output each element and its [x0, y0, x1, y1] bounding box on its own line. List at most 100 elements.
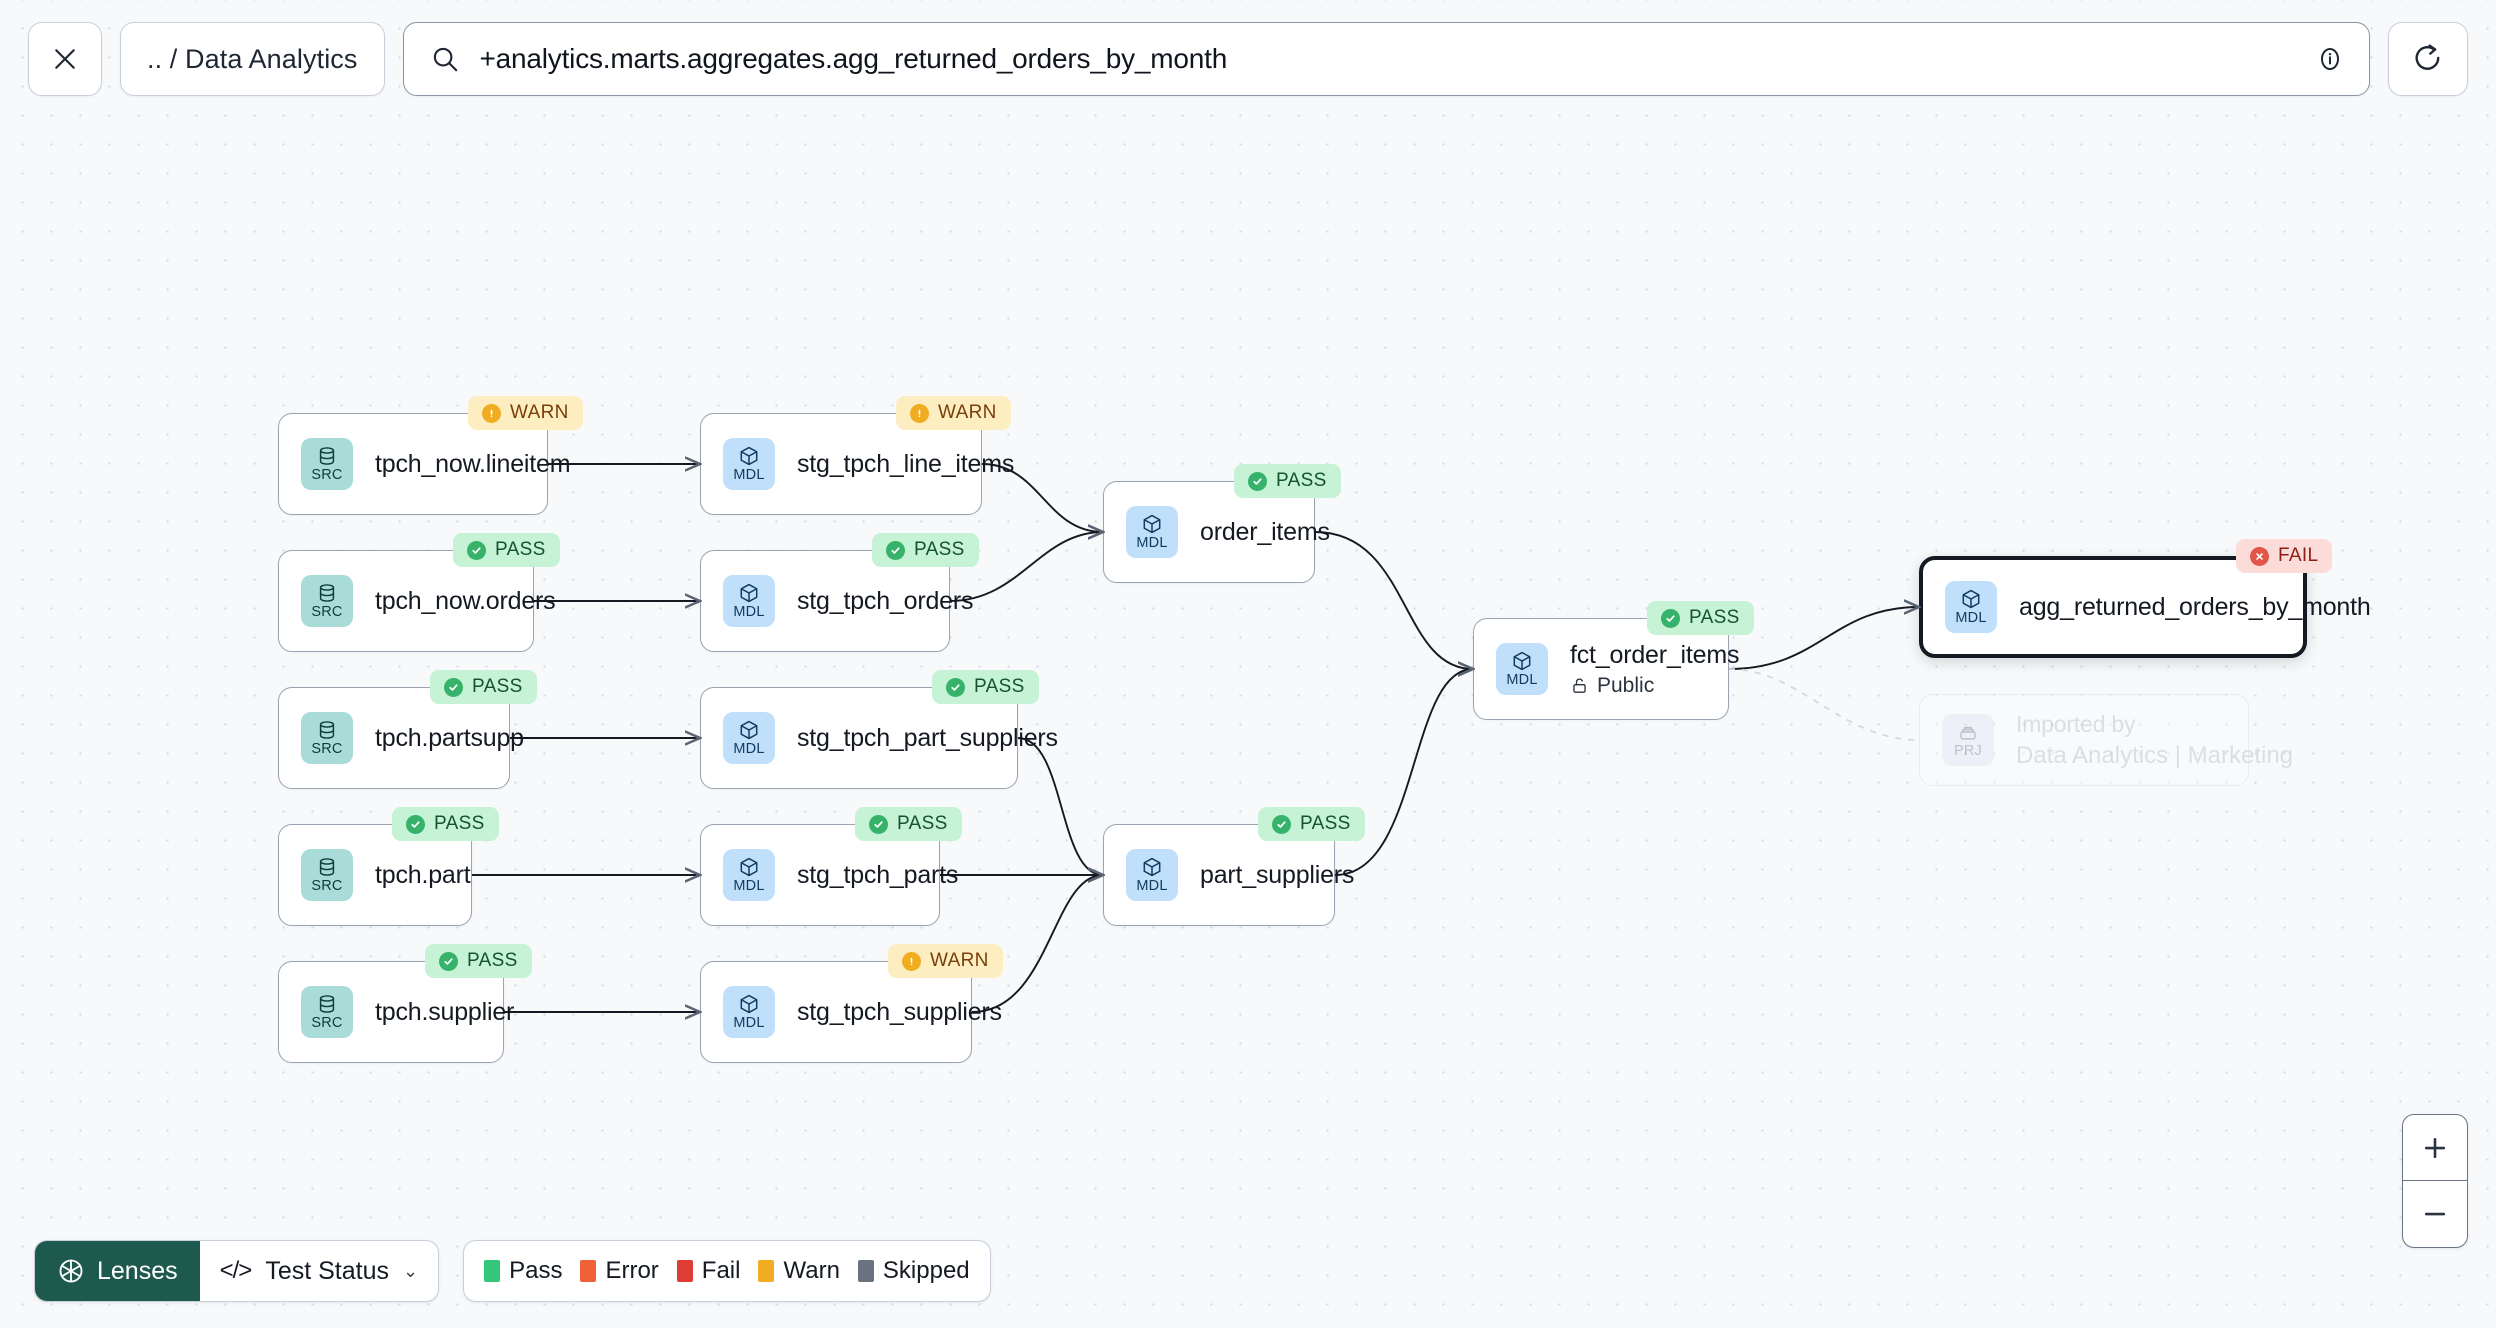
- status-badge[interactable]: WARN: [888, 944, 1003, 978]
- node-kind-label: MDL: [733, 467, 765, 484]
- legend-item-warn[interactable]: Warn: [758, 1257, 840, 1285]
- pass-icon: [1661, 608, 1680, 628]
- database-icon: [319, 995, 335, 1014]
- prj-badge: PRJ: [1942, 714, 1994, 766]
- status-badge[interactable]: WARN: [468, 396, 583, 430]
- status-badge[interactable]: PASS: [855, 807, 962, 841]
- database-icon: [319, 858, 335, 877]
- node-order-items[interactable]: MDL order_items: [1103, 481, 1330, 583]
- node-kind-label: MDL: [1955, 610, 1987, 627]
- node-subtitle: Data Analytics | Marketing: [2016, 741, 2294, 769]
- node-part-suppliers[interactable]: MDL part_suppliers: [1103, 824, 1354, 926]
- pass-icon: [1248, 471, 1267, 491]
- cube-icon: [740, 447, 758, 466]
- legend-item-error[interactable]: Error: [580, 1257, 659, 1285]
- node-stg-tpch-line-items[interactable]: MDL stg_tpch_line_items: [700, 413, 1014, 515]
- warn-icon: [482, 403, 501, 423]
- status-badge[interactable]: PASS: [453, 533, 560, 567]
- status-badge[interactable]: PASS: [1258, 807, 1365, 841]
- node-imported-by-project[interactable]: PRJ Imported by Data Analytics | Marketi…: [1919, 694, 2294, 786]
- status-label: WARN: [930, 950, 989, 971]
- project-icon: [1960, 727, 1976, 740]
- node-tpch-now-orders[interactable]: SRC tpch_now.orders: [278, 550, 556, 652]
- status-label: PASS: [472, 676, 523, 697]
- status-badge[interactable]: PASS: [872, 533, 979, 567]
- breadcrumb[interactable]: .. / Data Analytics: [120, 22, 385, 96]
- legend-swatch-fail: [676, 1260, 693, 1282]
- status-badge[interactable]: PASS: [1234, 464, 1341, 498]
- close-button[interactable]: [28, 22, 102, 96]
- node-stg-tpch-orders[interactable]: MDL stg_tpch_orders: [700, 550, 973, 652]
- node-title: stg_tpch_part_suppliers: [797, 723, 1058, 752]
- status-label: PASS: [495, 539, 546, 560]
- status-label: PASS: [897, 813, 948, 834]
- mdl-badge: MDL: [723, 438, 775, 490]
- pass-icon: [1272, 814, 1291, 834]
- legend-item-pass[interactable]: Pass: [484, 1257, 562, 1285]
- status-badge[interactable]: WARN: [896, 396, 1011, 430]
- node-tpch-partsupp[interactable]: SRC tpch.partsupp: [278, 687, 524, 789]
- cube-icon: [1513, 652, 1531, 671]
- minus-icon: [2424, 1212, 2446, 1216]
- legend-item-fail[interactable]: Fail: [676, 1257, 740, 1285]
- node-stg-tpch-parts[interactable]: MDL stg_tpch_parts: [700, 824, 958, 926]
- search-icon: [433, 47, 457, 72]
- status-badge[interactable]: FAIL: [2236, 539, 2333, 573]
- node-kind-label: SRC: [311, 741, 343, 758]
- cube-icon: [740, 858, 758, 877]
- node-kind-label: MDL: [733, 1015, 765, 1032]
- node-tpch-now-lineitem[interactable]: SRC tpch_now.lineitem: [278, 413, 571, 515]
- src-badge: SRC: [301, 438, 353, 490]
- node-kind-label: MDL: [733, 878, 765, 895]
- status-badge[interactable]: PASS: [1647, 601, 1754, 635]
- node-kind-label: SRC: [311, 604, 343, 621]
- cube-icon: [1143, 515, 1161, 534]
- node-title: Imported by: [2016, 710, 2136, 737]
- status-badge[interactable]: PASS: [425, 944, 532, 978]
- close-icon: [55, 49, 75, 69]
- database-icon: [319, 447, 335, 466]
- node-kind-label: MDL: [1136, 535, 1168, 552]
- pass-icon: [444, 677, 463, 697]
- cube-icon: [740, 584, 758, 603]
- database-icon: [319, 721, 335, 740]
- status-label: PASS: [467, 950, 518, 971]
- zoom-in-button[interactable]: [2403, 1115, 2467, 1181]
- status-badge[interactable]: PASS: [932, 670, 1039, 704]
- mdl-badge: MDL: [1496, 643, 1548, 695]
- node-stg-tpch-suppliers[interactable]: MDL stg_tpch_suppliers: [700, 961, 1002, 1063]
- node-tpch-part[interactable]: SRC tpch.part: [278, 824, 472, 926]
- status-label: WARN: [510, 402, 569, 423]
- node-kind-label: SRC: [311, 1015, 343, 1032]
- test-status-dropdown[interactable]: </> Test Status ⌄: [200, 1241, 438, 1301]
- node-kind-label: MDL: [1136, 878, 1168, 895]
- node-fct-order-items[interactable]: MDL fct_order_items Public: [1473, 618, 1739, 720]
- legend-label: Warn: [783, 1257, 840, 1284]
- src-badge: SRC: [301, 712, 353, 764]
- node-stg-tpch-part-suppliers[interactable]: MDL stg_tpch_part_suppliers: [700, 687, 1058, 789]
- status-badge[interactable]: PASS: [430, 670, 537, 704]
- src-badge: SRC: [301, 986, 353, 1038]
- node-agg-returned-orders-by-month[interactable]: MDL agg_returned_orders_by_month: [1919, 556, 2371, 658]
- status-label: PASS: [1689, 607, 1740, 628]
- info-icon[interactable]: [2315, 44, 2345, 74]
- node-title: tpch.partsupp: [375, 723, 524, 752]
- status-label: PASS: [974, 676, 1025, 697]
- node-kind-label: MDL: [733, 604, 765, 621]
- node-tpch-supplier[interactable]: SRC tpch.supplier: [278, 961, 514, 1063]
- zoom-out-button[interactable]: [2403, 1181, 2467, 1247]
- legend-swatch-warn: [758, 1260, 775, 1282]
- status-legend: Pass Error Fail Warn Skipped: [463, 1240, 991, 1302]
- legend-label: Skipped: [882, 1257, 970, 1284]
- search-bar[interactable]: [402, 22, 2370, 96]
- refresh-button[interactable]: [2388, 22, 2468, 96]
- node-title: tpch.part: [375, 860, 471, 889]
- cube-icon: [1143, 858, 1161, 877]
- status-label: PASS: [914, 539, 965, 560]
- search-input[interactable]: [479, 43, 2295, 75]
- status-badge[interactable]: PASS: [392, 807, 499, 841]
- lenses-button[interactable]: Lenses: [35, 1241, 200, 1301]
- legend-swatch-pass: [484, 1260, 501, 1282]
- mdl-badge: MDL: [1126, 506, 1178, 558]
- legend-item-skipped[interactable]: Skipped: [857, 1257, 970, 1285]
